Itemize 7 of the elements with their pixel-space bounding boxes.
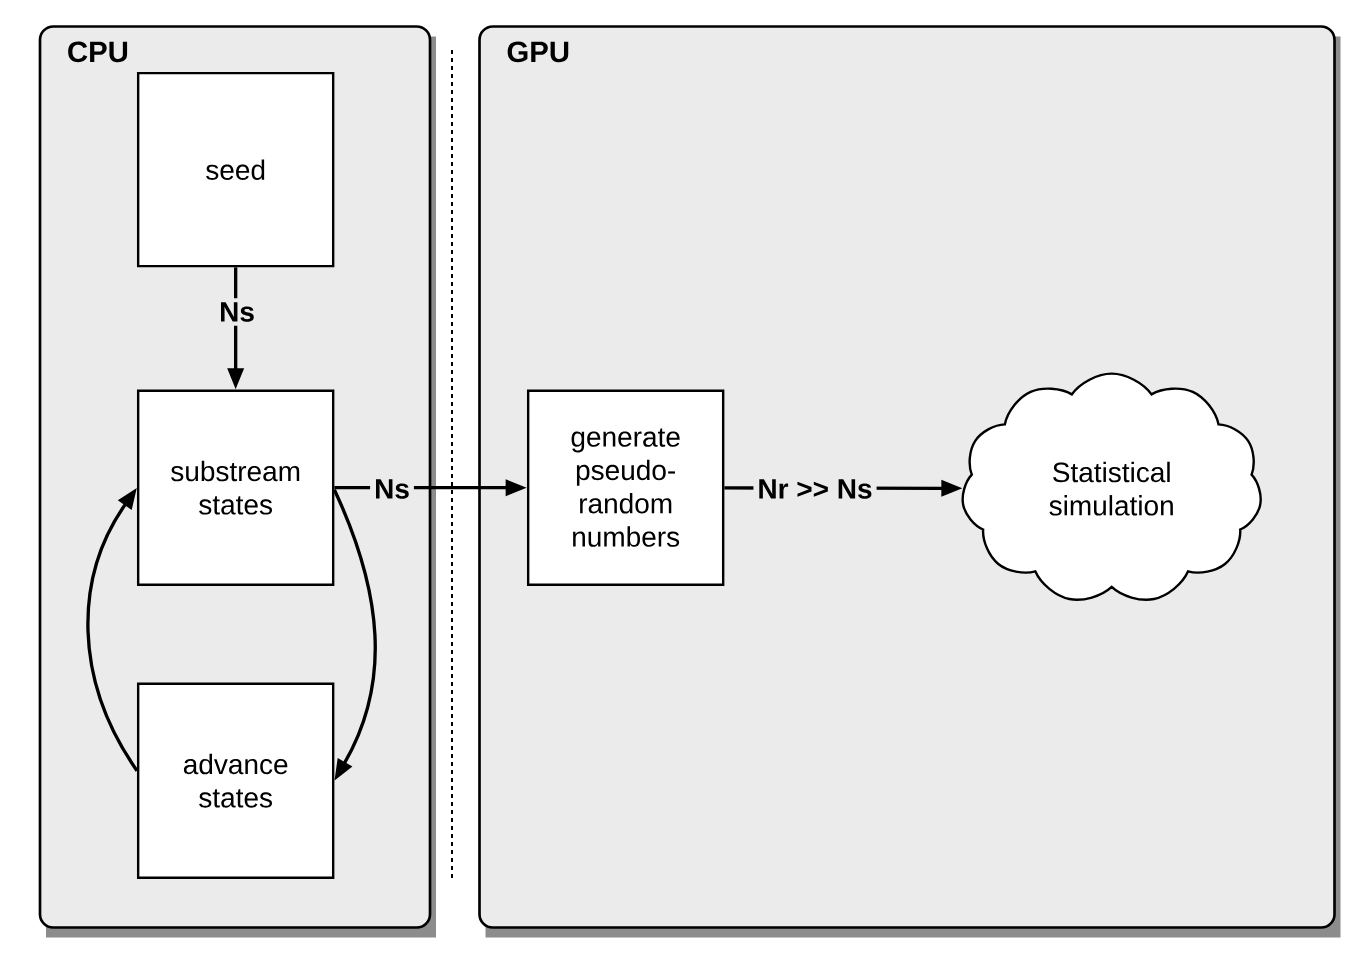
edge-label: Ns — [370, 475, 414, 503]
process-box: substream states — [136, 389, 335, 586]
edge-label: Ns — [215, 298, 259, 326]
process-box: advance states — [136, 682, 335, 879]
process-box: seed — [136, 71, 335, 268]
process-box: generate pseudo- random numbers — [526, 389, 725, 586]
edge-label: Nr >> Ns — [753, 475, 877, 503]
